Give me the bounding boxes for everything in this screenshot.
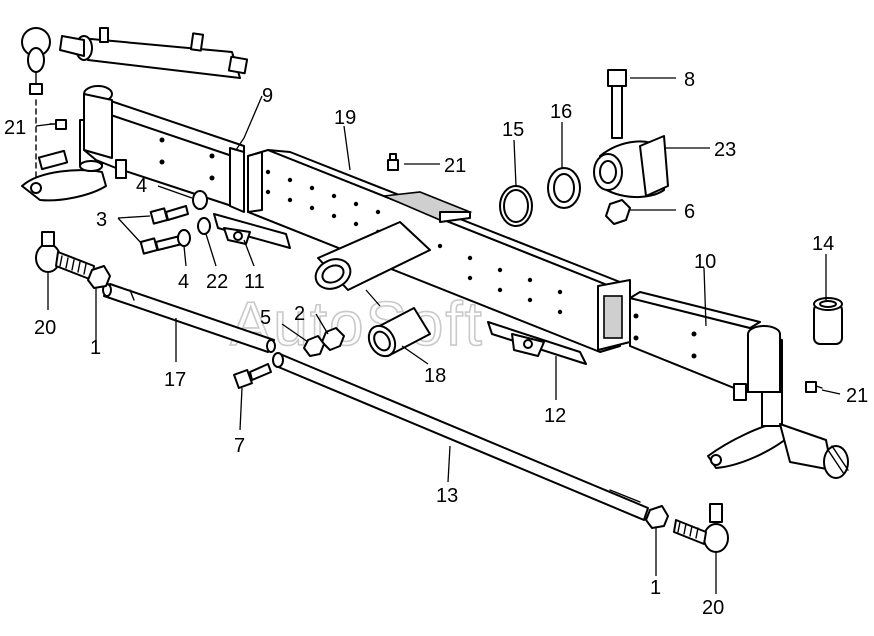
- tie-rod-end-right-20: [673, 503, 729, 553]
- leader-lines: [35, 77, 841, 594]
- callout-8: 8: [684, 69, 695, 91]
- callout-5: 5: [260, 307, 271, 329]
- tie-rod-tube-17: [102, 283, 276, 353]
- callout-21-top: 21: [444, 155, 466, 177]
- bushing-18: [367, 307, 431, 358]
- callout-21-right: 21: [846, 385, 868, 407]
- grease-nipple-top: [387, 153, 399, 171]
- bolt-8: [607, 69, 627, 139]
- callout-2: 2: [294, 303, 305, 325]
- left-axle-extension: [83, 85, 245, 213]
- callout-4-lower: 4: [178, 271, 189, 293]
- bushing-14: [813, 297, 843, 345]
- callout-23: 23: [714, 139, 736, 161]
- callout-22: 22: [206, 271, 228, 293]
- nut-1-left: [87, 265, 111, 289]
- callout-1-left: 1: [90, 337, 101, 359]
- bolt-3-lower: [139, 235, 183, 255]
- bolt-7: [233, 363, 272, 389]
- callout-15: 15: [502, 119, 524, 141]
- callout-7: 7: [234, 435, 245, 457]
- callout-20-right: 20: [702, 597, 724, 619]
- nut-2: [321, 327, 345, 351]
- tie-rod-13: [272, 352, 649, 521]
- bracket-12: [487, 321, 587, 365]
- callout-20-left: 20: [34, 317, 56, 339]
- callout-21-left: 21: [4, 117, 26, 139]
- callout-11: 11: [244, 271, 265, 293]
- centre-axle-beam: [247, 149, 631, 353]
- callout-18: 18: [424, 365, 446, 387]
- tie-rod-end-left-20: [35, 231, 95, 281]
- callout-16: 16: [550, 101, 572, 123]
- bolt-3-upper: [149, 205, 189, 225]
- nut-6: [605, 199, 631, 225]
- nut-5: [303, 335, 325, 357]
- washer-4-upper: [192, 190, 208, 210]
- callout-4-upper: 4: [136, 175, 147, 197]
- washer-4-lower: [177, 229, 191, 247]
- callouts: 1 1 2 3 4 4 5 6 7 8 9 10 11 12 13 14 15 …: [4, 69, 868, 619]
- seal-16: [547, 167, 581, 209]
- callout-19: 19: [334, 107, 356, 129]
- callout-6: 6: [684, 201, 695, 223]
- callout-17: 17: [164, 369, 186, 391]
- callout-13: 13: [436, 485, 458, 507]
- callout-12: 12: [544, 405, 566, 427]
- ring-15: [499, 185, 533, 227]
- callout-14: 14: [812, 233, 834, 255]
- steering-cylinder: [21, 27, 249, 95]
- callout-3: 3: [96, 209, 107, 231]
- bracket-11: [213, 213, 291, 249]
- washer-22: [197, 217, 211, 235]
- callout-1-right: 1: [650, 577, 661, 599]
- grease-nipple-left: [49, 119, 67, 130]
- hub-23: [593, 135, 669, 199]
- nut-1-right: [645, 505, 669, 529]
- grease-nipple-right: [805, 381, 823, 393]
- callout-10: 10: [694, 251, 716, 273]
- callout-9: 9: [262, 85, 273, 107]
- right-steering-knuckle: [707, 391, 849, 479]
